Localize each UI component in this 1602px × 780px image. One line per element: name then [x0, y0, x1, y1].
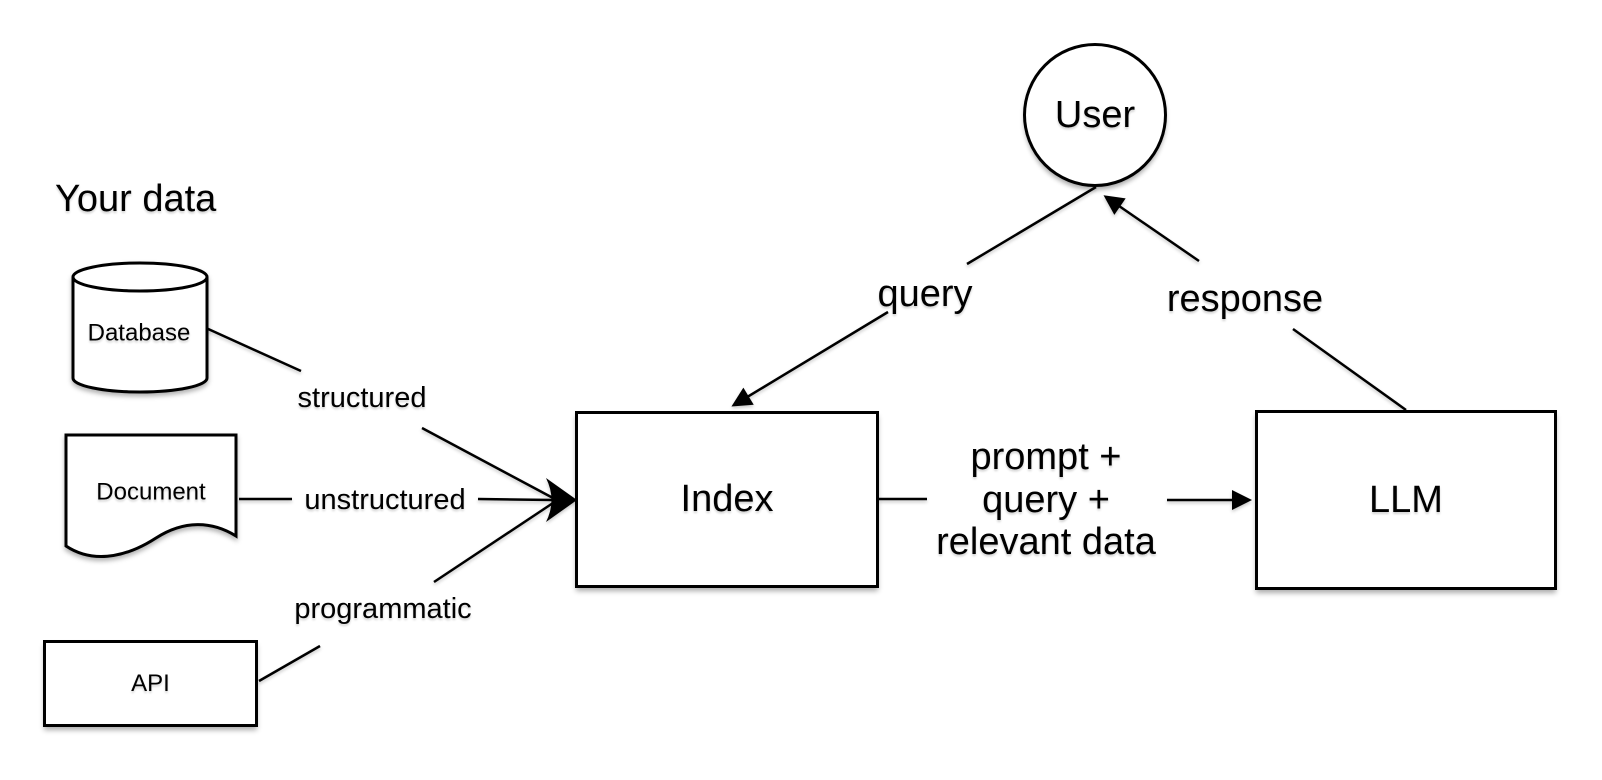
line-structured-index: [421, 426, 554, 500]
line-programmatic-index: [433, 501, 554, 584]
document-shape: [64, 433, 238, 558]
line-response-user-arrow: [1103, 195, 1200, 263]
database-cylinder-shape: [71, 277, 209, 394]
user-node-label: User: [1054, 93, 1136, 136]
line-api-programmatic: [258, 644, 321, 683]
edge-label-structured: structured: [297, 381, 427, 414]
line-llm-response: [1292, 327, 1407, 412]
edge-label-query: query: [877, 273, 973, 316]
edge-label-response: response: [1166, 278, 1324, 321]
edge-label-prompt-query-relevant-data: prompt + query + relevant data: [936, 436, 1156, 564]
llm-node: LLM: [1255, 410, 1557, 590]
document-label: Document: [96, 478, 206, 506]
edge-label-programmatic: programmatic: [294, 592, 472, 625]
your-data-heading: Your data: [55, 178, 217, 221]
line-database-structured: [205, 326, 302, 373]
line-unstructured-index: [477, 497, 554, 502]
index-node-label: Index: [680, 478, 774, 520]
user-node: User: [1023, 43, 1167, 187]
index-node: Index: [575, 411, 879, 588]
database-label: Database: [87, 319, 191, 347]
api-node-label: API: [131, 669, 170, 697]
database-cylinder-top: [71, 261, 209, 293]
llm-node-label: LLM: [1369, 478, 1443, 521]
api-node: API: [43, 640, 258, 727]
line-query-index-arrow: [731, 310, 889, 407]
edge-label-unstructured: unstructured: [304, 483, 466, 516]
line-user-query: [966, 185, 1097, 266]
merged-arrowhead: [546, 478, 577, 522]
